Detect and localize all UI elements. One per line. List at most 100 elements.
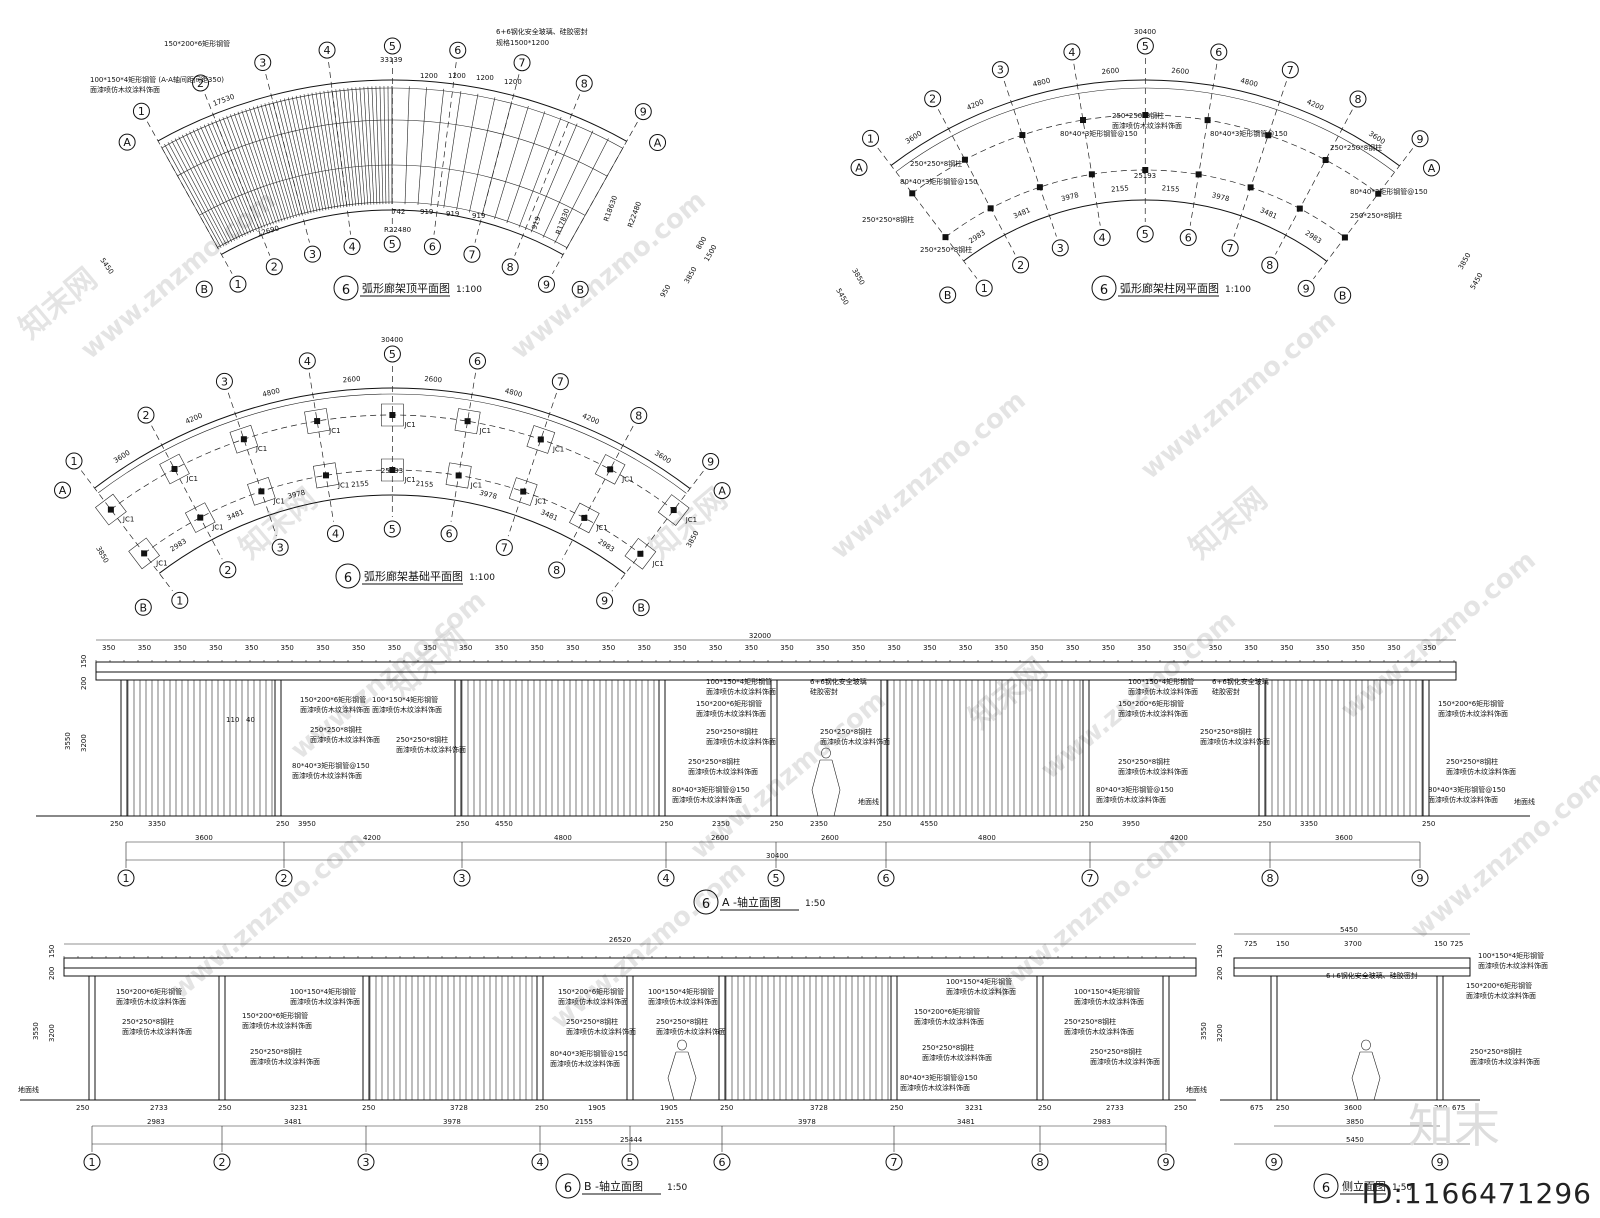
arc-dim-inner: 2155 <box>351 480 369 489</box>
axis-bubble-2: 2 <box>1012 256 1030 274</box>
roof-slat <box>367 86 375 205</box>
dim-module: 350 <box>852 644 865 652</box>
axis-bubble-2: 2 <box>275 869 293 887</box>
axis-bubble-3: 3 <box>215 372 233 390</box>
axis-bubble-8: 8 <box>1261 256 1279 274</box>
footing-outline <box>508 477 538 506</box>
roof-slat <box>252 106 289 220</box>
dim-module: 350 <box>530 644 543 652</box>
dim-module: 350 <box>923 644 936 652</box>
axis-label: 4 <box>332 528 339 541</box>
axis-bubble-4: 4 <box>531 1153 549 1171</box>
axis-label: 9 <box>1417 872 1424 885</box>
note-tube-150: 150*200*6矩形钢管 <box>164 39 230 48</box>
axis-label: 7 <box>468 248 475 261</box>
side-note: 面漆喷仿木纹涂料饰面 <box>1470 1057 1540 1066</box>
axis-label: 8 <box>635 409 642 422</box>
axis-circle <box>265 258 283 276</box>
axis-circle <box>271 538 289 556</box>
elev-note: 150*200*6矩形钢管 <box>300 695 366 704</box>
footing-label: JC1 <box>255 445 267 453</box>
axis-bubble-B: B <box>1334 286 1352 304</box>
axis-label: 3 <box>997 64 1004 77</box>
axis-label: 2 <box>1017 259 1024 272</box>
axis-label: 4 <box>1099 231 1106 244</box>
dim-module: 350 <box>1030 644 1043 652</box>
roof-slat <box>192 129 243 237</box>
axis-label: 6 <box>446 528 453 541</box>
side-note: 250*250*8钢柱 <box>1470 1047 1522 1056</box>
drawing-title: 弧形廊架顶平面图 <box>362 281 450 295</box>
arc-ring <box>895 87 1395 173</box>
axis-label: 6 <box>429 241 436 254</box>
axis-label: 4 <box>324 44 331 57</box>
column-mark <box>1195 171 1202 178</box>
roof-beam-top <box>95 661 1457 673</box>
column-mark <box>581 514 588 521</box>
axis-bubble-6: 6 <box>440 525 458 543</box>
column-mark <box>961 156 968 163</box>
column-mark <box>1341 234 1348 241</box>
axis-label: 5 <box>1142 40 1149 53</box>
elev-note: 面漆喷仿木纹涂料饰面 <box>820 737 890 746</box>
axis-dim: 2155 <box>575 1118 593 1126</box>
drawing-title: 侧立面图 <box>1342 1179 1386 1193</box>
axis-circle <box>1411 130 1429 148</box>
roof-slat <box>291 96 318 213</box>
glass-panel-joint <box>542 130 594 238</box>
dim-3850: 3850 <box>850 267 866 286</box>
axis-label: 5 <box>773 872 780 885</box>
axis-circle <box>649 134 667 152</box>
elev-note: 面漆喷仿木纹涂料饰面 <box>122 1027 192 1036</box>
axis-bubble-5: 5 <box>383 520 401 538</box>
segment-dim: 1200 <box>504 78 522 86</box>
roof-slat <box>230 114 271 226</box>
footing-outline <box>381 403 404 427</box>
drawing-scale: 1:100 <box>469 573 495 583</box>
axis-circle <box>537 275 555 293</box>
axis-dim: 4800 <box>554 834 572 842</box>
elev-note: 250*250*8钢柱 <box>656 1017 708 1026</box>
side-note: 面漆喷仿木纹涂料饰面 <box>1478 961 1548 970</box>
axis-label: 5 <box>1142 228 1149 241</box>
dim-module: 350 <box>1316 644 1329 652</box>
dim-module: 350 <box>673 644 686 652</box>
glass-panel-joint <box>404 86 410 205</box>
axis-bubble-6: 6 <box>469 352 487 370</box>
axis-label: 3 <box>221 375 228 388</box>
radial-axis <box>1073 63 1101 226</box>
axis-circle <box>1093 228 1111 246</box>
dim-200: 200 <box>80 677 88 690</box>
axis-bubble-2: 2 <box>219 561 237 579</box>
image-id-label: ID:1166471296 <box>1361 1177 1592 1210</box>
axis-label: 9 <box>1303 282 1310 295</box>
glass-panel-joint <box>417 87 427 205</box>
axis-label: 9 <box>1163 1156 1170 1169</box>
axis-circle <box>596 592 614 610</box>
elev-note: 面漆喷仿木纹涂料饰面 <box>292 771 362 780</box>
elev-note: 面漆喷仿木纹涂料饰面 <box>1446 767 1516 776</box>
axis-bubble-9: 9 <box>1411 130 1429 148</box>
axis-dim: 4200 <box>1170 834 1188 842</box>
axis-label: A <box>1428 162 1436 175</box>
radial-axis <box>1189 63 1218 226</box>
axis-circle <box>1261 256 1279 274</box>
axis-dim: 3978 <box>443 1118 461 1126</box>
arc-dim-inner: 3978 <box>1060 191 1079 203</box>
column-mark <box>1296 205 1303 212</box>
bottom-dim: 2350 <box>810 820 828 828</box>
elev-note: 100*150*4矩形钢管 <box>946 977 1012 986</box>
dim-module: 350 <box>138 644 151 652</box>
axis-circle <box>137 406 155 424</box>
column-mark <box>1322 156 1329 163</box>
dim-5450: 5450 <box>834 287 850 306</box>
axis-circle <box>1265 1153 1283 1171</box>
elev-note: 250*250*8钢柱 <box>706 727 758 736</box>
axis-circle <box>551 373 569 391</box>
axis-label: 3 <box>277 541 284 554</box>
axis-label: 9 <box>640 106 647 119</box>
ground-label: 地面线 <box>1514 797 1535 806</box>
elev-note: 面漆喷仿木纹涂料饰面 <box>688 767 758 776</box>
column-mark <box>909 190 916 197</box>
